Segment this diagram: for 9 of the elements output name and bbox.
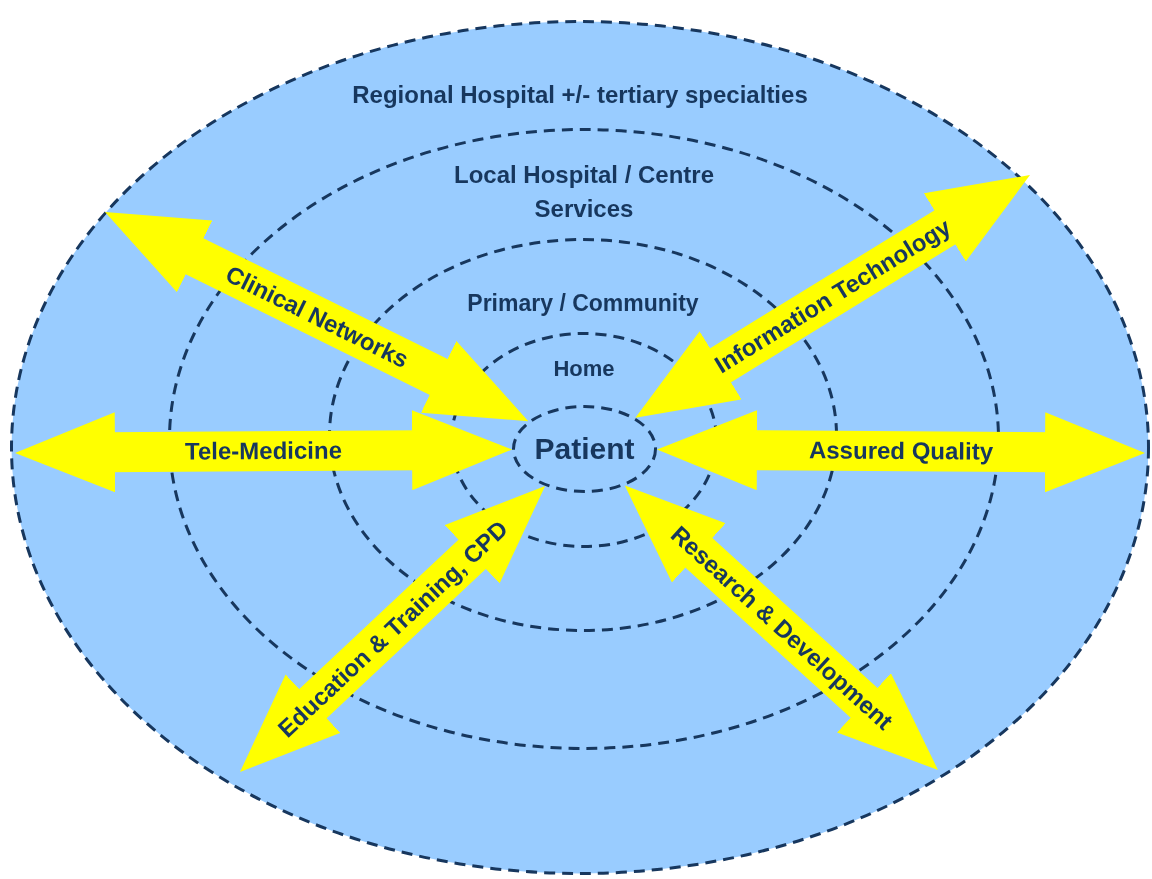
double-arrow [14,410,513,493]
ring-label: Regional Hospital +/- tertiary specialties [351,80,809,110]
ring-label: Primary / Community [466,289,700,318]
ring-label: Patient [533,431,636,467]
edge-label: Assured Quality [808,436,994,466]
edge-label: Tele-Medicine [184,436,343,466]
ring-label: Home [552,355,616,383]
double-arrow [656,410,1146,493]
ring-label: Local Hospital / Centre Services [452,160,716,224]
